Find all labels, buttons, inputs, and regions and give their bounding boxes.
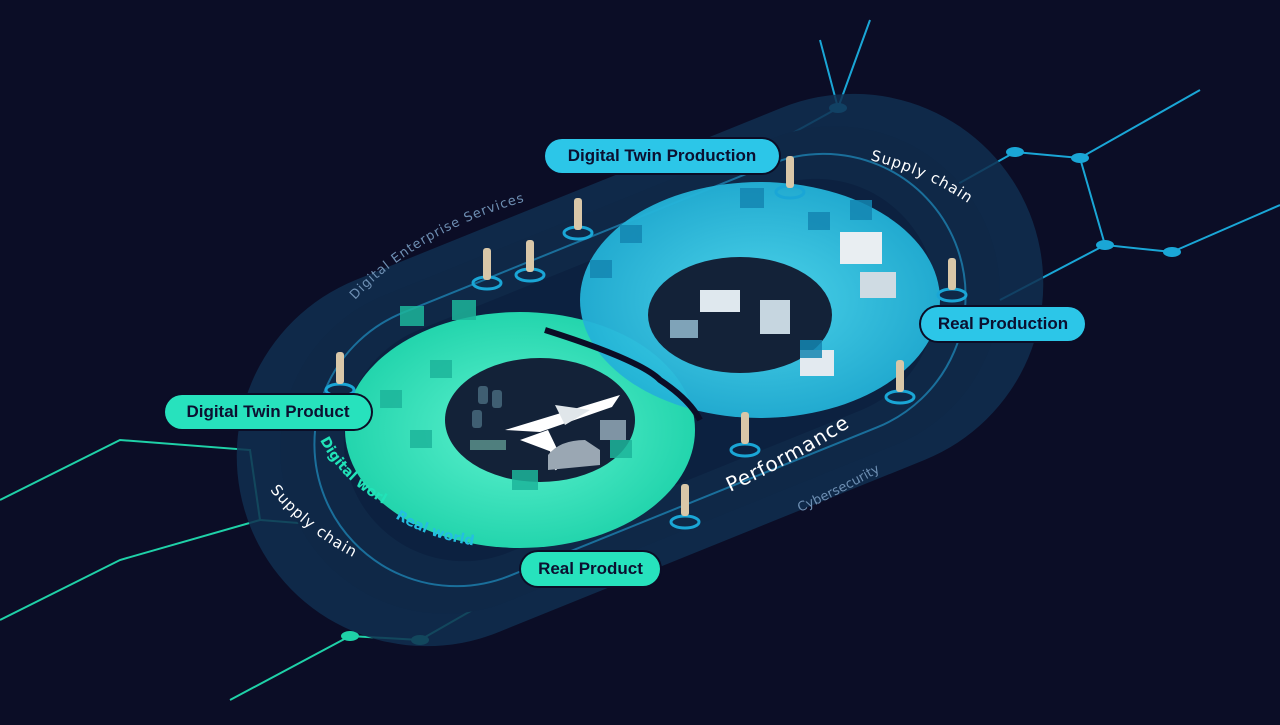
pill-real-product: Real Product: [521, 552, 660, 586]
people-markers: [324, 156, 968, 530]
blue-workstations: [590, 188, 872, 358]
pill-digital-twin-production: Digital Twin Production: [545, 139, 779, 173]
product-parts: [470, 386, 626, 450]
factory-machines: [670, 232, 896, 376]
pill-digital-twin-product: Digital Twin Product: [165, 395, 371, 429]
loop-crossing: [544, 327, 703, 422]
network-line-right-2: [1079, 157, 1280, 254]
network-line-top-2: [837, 19, 871, 109]
network-line-left-2: [0, 519, 261, 621]
pill-real-production: Real Production: [921, 307, 1085, 341]
car-icon: [548, 440, 600, 470]
airplane-icon: [505, 395, 620, 471]
workstations: [380, 300, 632, 490]
